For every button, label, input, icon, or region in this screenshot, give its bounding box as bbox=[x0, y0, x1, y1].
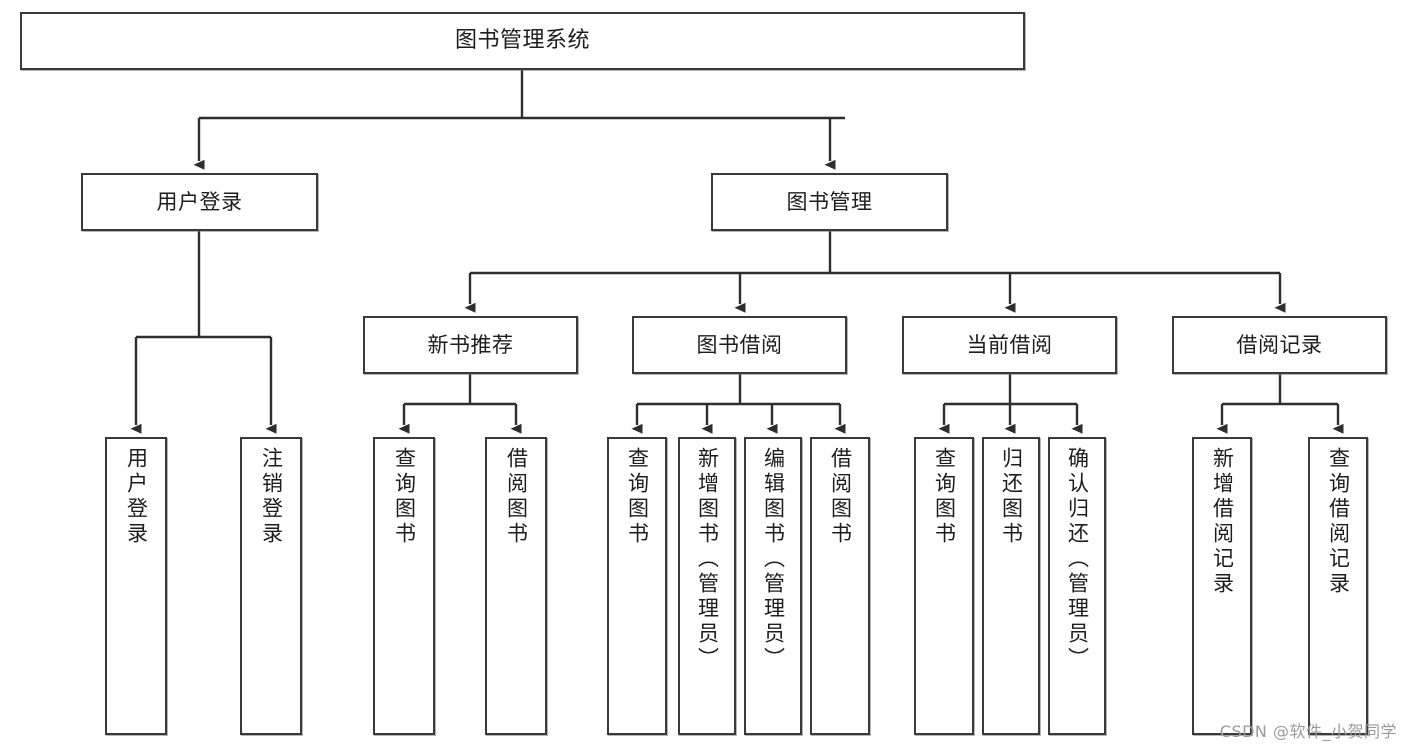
node-label: 借阅图书 bbox=[504, 447, 529, 547]
leaf-logout[interactable]: 注销登录 bbox=[240, 437, 302, 735]
node-label: 借阅记录 bbox=[1236, 332, 1323, 357]
node-label: 确认归还（管理员） bbox=[1065, 447, 1090, 672]
leaf-add-borrow-record[interactable]: 新增借阅记录 bbox=[1192, 437, 1252, 735]
node-label: 图书借阅 bbox=[696, 332, 783, 357]
node-label: 查询图书 bbox=[625, 447, 650, 547]
node-label: 归还图书 bbox=[999, 447, 1024, 547]
leaf-query-book-current[interactable]: 查询图书 bbox=[914, 437, 974, 735]
node-label: 用户登录 bbox=[156, 189, 243, 214]
leaf-borrow-book-recommend[interactable]: 借阅图书 bbox=[485, 437, 547, 735]
leaf-edit-book-admin[interactable]: 编辑图书（管理员） bbox=[744, 437, 802, 735]
node-new-book-recommend[interactable]: 新书推荐 bbox=[363, 316, 578, 374]
node-label: 图书管理 bbox=[786, 189, 873, 214]
node-label: 用户登录 bbox=[124, 447, 149, 547]
leaf-add-book-admin[interactable]: 新增图书（管理员） bbox=[678, 437, 736, 735]
node-label: 新增图书（管理员） bbox=[695, 447, 720, 672]
watermark: CSDN @软件_小贺同学 bbox=[1219, 722, 1397, 741]
node-label: 当前借阅 bbox=[966, 332, 1053, 357]
node-book-borrow[interactable]: 图书借阅 bbox=[632, 316, 847, 374]
node-label: 图书管理系统 bbox=[454, 28, 590, 54]
leaf-confirm-return-admin[interactable]: 确认归还（管理员） bbox=[1048, 437, 1106, 735]
node-book-management[interactable]: 图书管理 bbox=[711, 173, 948, 231]
leaf-query-book-recommend[interactable]: 查询图书 bbox=[373, 437, 435, 735]
node-label: 借阅图书 bbox=[828, 447, 853, 547]
leaf-return-book[interactable]: 归还图书 bbox=[982, 437, 1040, 735]
leaf-user-login[interactable]: 用户登录 bbox=[105, 437, 167, 735]
leaf-borrow-book[interactable]: 借阅图书 bbox=[810, 437, 870, 735]
node-label: 查询图书 bbox=[392, 447, 417, 547]
node-label: 新书推荐 bbox=[427, 332, 514, 357]
node-label: 新增借阅记录 bbox=[1210, 447, 1235, 597]
node-current-borrow[interactable]: 当前借阅 bbox=[902, 316, 1117, 374]
leaf-query-book-borrow[interactable]: 查询图书 bbox=[607, 437, 667, 735]
node-label: 查询借阅记录 bbox=[1326, 447, 1351, 597]
node-label: 查询图书 bbox=[932, 447, 957, 547]
leaf-query-borrow-record[interactable]: 查询借阅记录 bbox=[1308, 437, 1368, 735]
node-label: 编辑图书（管理员） bbox=[761, 447, 786, 672]
node-root-system[interactable]: 图书管理系统 bbox=[20, 12, 1025, 70]
node-user-login[interactable]: 用户登录 bbox=[81, 173, 318, 231]
node-label: 注销登录 bbox=[259, 447, 284, 547]
node-borrow-record[interactable]: 借阅记录 bbox=[1172, 316, 1387, 374]
